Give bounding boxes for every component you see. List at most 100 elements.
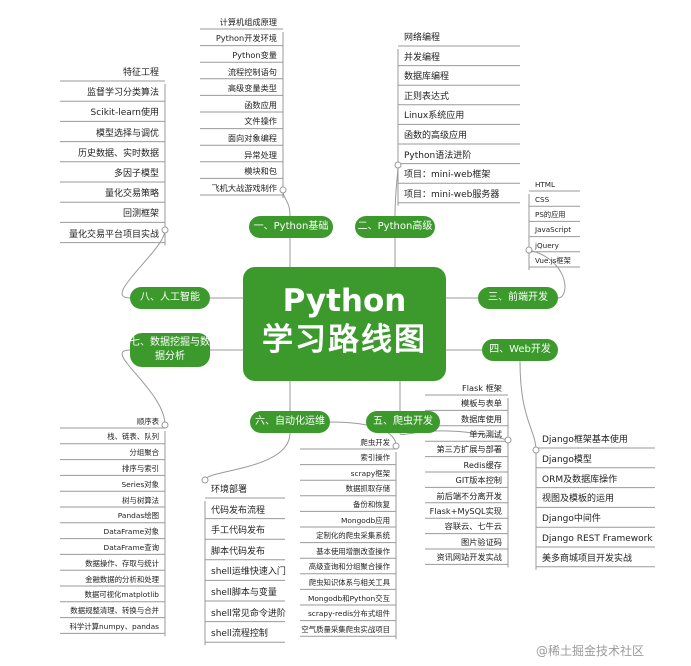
topic-item: 数据库编程 xyxy=(404,72,450,83)
topic-item: 模型选择与调优 xyxy=(95,128,159,139)
topic-item: 排序与索引 xyxy=(122,464,159,473)
topic-item: 函数应用 xyxy=(244,99,277,110)
topic-item: JavaScript xyxy=(535,225,572,235)
connector-knob xyxy=(504,436,512,444)
topic-item: 定制化的爬虫采集系统 xyxy=(316,531,390,541)
watermark: @稀土掘金技术社区 xyxy=(536,644,645,658)
topic-item: Redis缓存 xyxy=(463,459,502,470)
topic-item: 回测框架 xyxy=(122,209,159,220)
topic-item: 美多商城项目开发实战 xyxy=(542,553,633,564)
topic-item: 脚本代码发布 xyxy=(211,546,266,557)
topic-item: 计算机组成原理 xyxy=(219,16,277,27)
topic-item: 容联云、七牛云 xyxy=(444,521,502,532)
topic-item: Python变量 xyxy=(232,50,277,60)
topic-item: 第三方扩展与部署 xyxy=(436,444,502,455)
connector-knob xyxy=(201,476,209,484)
topic-item: 分组聚合 xyxy=(129,448,159,458)
topic-item: shell流程控制 xyxy=(211,629,268,640)
topic-item: 量化交易平台项目实战 xyxy=(68,229,159,240)
topic-item: 爬虫知识体系与相关工具 xyxy=(308,578,390,587)
topic-item: HTML xyxy=(535,179,556,189)
topic-item: PS的应用 xyxy=(535,210,566,220)
connector-knob xyxy=(279,186,287,194)
topic-item: 高级查询和分组聚合操作 xyxy=(308,562,390,572)
topic-item: 手工代码发布 xyxy=(211,526,266,537)
topic-item: ORM及数据库操作 xyxy=(542,474,618,485)
topic-item: 代码发布流程 xyxy=(211,505,266,516)
topic-item: 异常处理 xyxy=(244,149,277,160)
topic-item: Python开发环境 xyxy=(215,33,277,44)
topic-item: 数据可视化matplotlib xyxy=(84,590,159,600)
topic-item: DataFrame对象 xyxy=(103,527,159,537)
connector-knob xyxy=(394,161,402,169)
topic-item: 多因子模型 xyxy=(113,169,159,179)
center-node: Python 学习路线图 xyxy=(243,267,446,381)
connector xyxy=(528,249,566,299)
topic-item: Django中间件 xyxy=(542,514,601,525)
topic-item: 数据操作、存取与统计 xyxy=(85,558,159,568)
topic-item: Scikit-learn使用 xyxy=(90,108,159,119)
branch-data-mining: 七、数据挖掘与数据分析 xyxy=(130,333,210,367)
connector-knob xyxy=(161,421,169,429)
topic-item: 网络编程 xyxy=(404,33,441,43)
branch-frontend: 三、前端开发 xyxy=(478,287,558,309)
topic-item: 数据库使用 xyxy=(461,413,502,424)
topic-item: 量化交易策略 xyxy=(104,189,159,200)
connector xyxy=(282,189,291,217)
topic-item: shell脚本与变量 xyxy=(211,588,277,598)
topic-item: 环境部署 xyxy=(211,485,248,495)
branch-ai: 八、人工智能 xyxy=(130,287,210,309)
topic-item: Mongodb应用 xyxy=(341,515,390,525)
topic-item: Python语法进阶 xyxy=(404,150,472,161)
topic-item: 飞机大战游戏制作 xyxy=(211,182,277,193)
topic-item: 备份和恢复 xyxy=(353,500,390,509)
topic-item: 数据抓取存储 xyxy=(345,484,390,494)
topic-item: 项目：mini-web服务器 xyxy=(404,189,500,200)
topic-item: 文件操作 xyxy=(244,116,277,127)
topic-item: Django框架基本使用 xyxy=(542,435,628,445)
topic-item: jQuery xyxy=(535,240,559,250)
topic-item: 资讯网站开发实战 xyxy=(436,552,502,563)
connector xyxy=(121,349,166,426)
topic-item: Pandas绘图 xyxy=(117,511,159,521)
connector xyxy=(121,229,166,299)
topic-item: Series对象 xyxy=(121,479,159,489)
topic-item: 栈、链表、队列 xyxy=(107,432,159,442)
connector-knob xyxy=(532,446,540,454)
topic-item: 项目：mini-web框架 xyxy=(404,170,491,181)
topic-item: 模块和包 xyxy=(244,166,277,177)
topic-item: DataFrame查询 xyxy=(103,543,159,552)
connector-knob xyxy=(161,226,169,234)
topic-item: 历史数据、实时数据 xyxy=(77,148,159,159)
topic-item: 基本使用增删改查操作 xyxy=(316,546,390,556)
topic-item: Mongodb和Python交互 xyxy=(308,593,390,603)
topic-item: 数据规整清理、转换与合并 xyxy=(70,606,159,616)
topic-item: 特征工程 xyxy=(122,68,159,78)
topic-item: 函数的高级应用 xyxy=(404,131,468,141)
connector-knob xyxy=(525,246,533,254)
topic-item: Flask+MySQL实现 xyxy=(429,506,502,516)
branch-python-basics: 一、Python基础 xyxy=(249,216,333,238)
topic-item: 顺序表 xyxy=(136,416,159,426)
branch-crawler: 五、爬虫开发 xyxy=(366,411,440,433)
topic-item: 单元测试 xyxy=(469,429,502,439)
topic-item: Vue.js框架 xyxy=(535,255,571,265)
connector-knob xyxy=(392,442,400,450)
topic-item: 前后端不分离开发 xyxy=(436,490,502,501)
branch-web: 四、Web开发 xyxy=(482,339,558,361)
topic-item: 爬虫开发 xyxy=(360,437,390,447)
topic-item: 索引操作 xyxy=(360,453,390,463)
topic-item: shell常见命令进阶 xyxy=(211,608,286,619)
topic-item: 树与树算法 xyxy=(122,495,159,505)
branch-devops: 六、自动化运维 xyxy=(250,411,330,433)
connector xyxy=(204,432,291,481)
topic-item: 科学计算numpy、pandas xyxy=(69,622,159,631)
topic-item: CSS xyxy=(535,195,550,204)
topic-item: 监督学习分类算法 xyxy=(86,88,159,99)
topic-item: 高级变量类型 xyxy=(227,83,277,94)
topic-item: GIT版本控制 xyxy=(455,475,502,486)
connector xyxy=(519,360,537,451)
topic-item: 视图及模板的运用 xyxy=(542,494,615,505)
